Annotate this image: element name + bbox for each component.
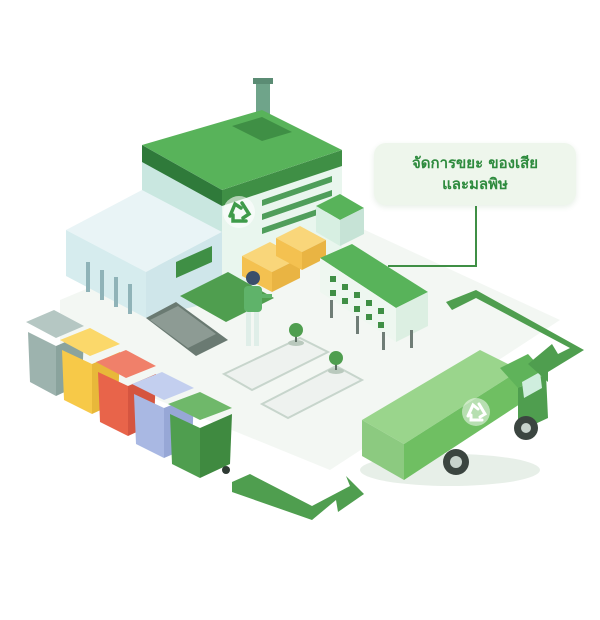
- garden-path: [221, 336, 365, 420]
- worker-figure: [244, 271, 272, 346]
- recycling-bins: [26, 310, 232, 478]
- office-building: [320, 244, 428, 350]
- recycle-icon: [462, 398, 490, 426]
- tree: [288, 323, 344, 374]
- callout-connector: [388, 206, 477, 267]
- flow-arrow: [232, 290, 584, 520]
- loading-ramp: [146, 302, 228, 356]
- recycle-icon: [223, 196, 255, 228]
- small-shed: [316, 194, 364, 246]
- callout-line-2: และมลพิษ: [442, 175, 508, 193]
- garbage-truck: [360, 350, 548, 486]
- callout-box: จัดการขยะ ของเสีย และมลพิษ: [374, 143, 576, 205]
- callout-line-1: จัดการขยะ ของเสีย: [411, 154, 539, 172]
